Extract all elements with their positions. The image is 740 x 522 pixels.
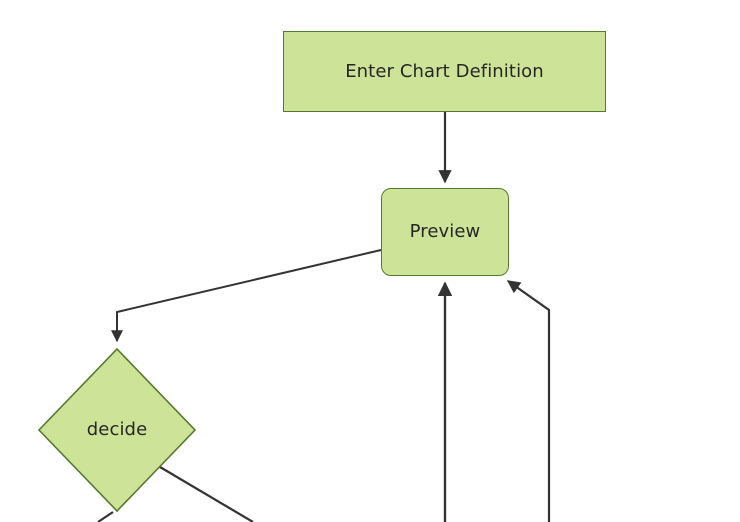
edge-preview-to-decide <box>111 249 382 343</box>
node-label-preview: Preview <box>409 221 481 242</box>
node-label-enter-chart-definition: Enter Chart Definition <box>345 60 544 82</box>
node-label-decide: decide <box>86 419 148 440</box>
node-decide[interactable]: decide <box>38 348 196 512</box>
node-enter-chart-definition[interactable]: Enter Chart Definition <box>283 31 606 112</box>
diamond-shape <box>38 348 196 512</box>
edge-bottom-right-to-preview <box>506 280 551 522</box>
edge-decide-bottom-out <box>97 511 114 522</box>
node-preview[interactable]: Preview <box>381 188 509 276</box>
